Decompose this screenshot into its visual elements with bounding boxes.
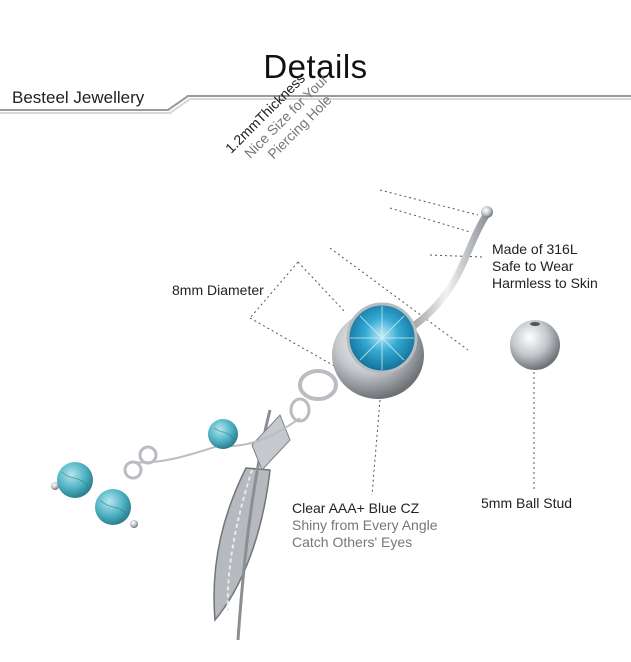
ball-stud-image xyxy=(510,320,560,370)
material-label: Made of 316L Safe to Wear Harmless to Sk… xyxy=(492,241,598,292)
stone-label: Clear AAA+ Blue CZ Shiny from Every Angl… xyxy=(292,500,438,551)
feather-charm xyxy=(213,409,291,641)
brand-name: Besteel Jewellery xyxy=(12,88,145,107)
ball-stud-label: 5mm Ball Stud xyxy=(481,495,573,511)
header-divider xyxy=(0,95,631,114)
turquoise-bead xyxy=(208,419,238,449)
material-line2: Safe to Wear xyxy=(492,258,574,274)
material-line3: Harmless to Skin xyxy=(492,275,598,291)
turquoise-bead xyxy=(57,462,93,498)
stone-line3: Catch Others' Eyes xyxy=(292,534,413,550)
curved-bar xyxy=(401,208,492,336)
dimension-lines xyxy=(249,189,535,496)
stone-line2: Shiny from Every Angle xyxy=(292,517,438,533)
material-line1: Made of 316L xyxy=(492,241,578,257)
top-ball xyxy=(481,206,493,218)
page-title: Details xyxy=(263,48,368,85)
diameter-label: 8mm Diameter xyxy=(172,282,264,298)
stone-line1: Clear AAA+ Blue CZ xyxy=(292,500,420,516)
